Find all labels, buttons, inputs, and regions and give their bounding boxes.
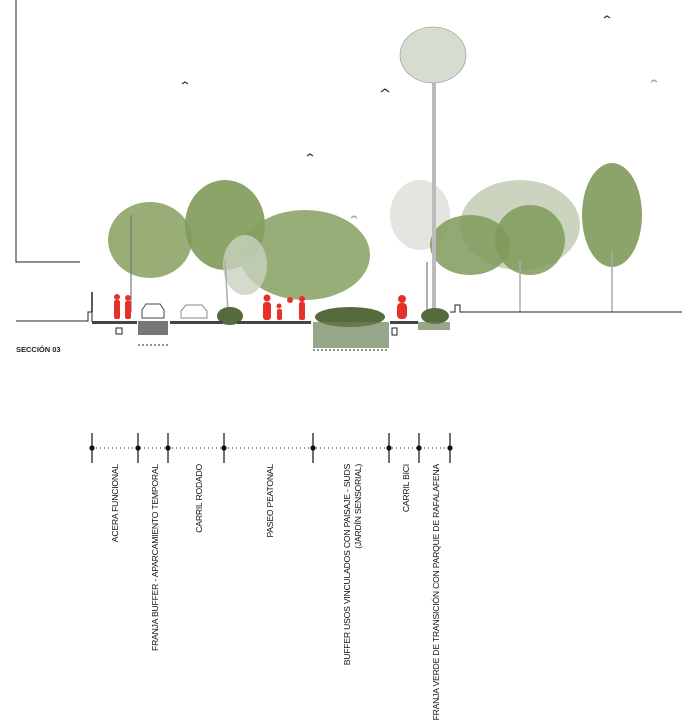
people [114,294,407,320]
zone-label-paseo-peatonal: PASEO PEATONAL [265,464,275,538]
zone-label-carril-bici: CARRIL BICI [401,464,411,512]
zone-dimension-line [89,433,453,463]
trees [108,163,642,313]
shrub [421,308,449,324]
palm-tree [399,26,467,312]
tree [240,210,370,300]
zone-label-franja-buffer: FRANJA BUFFER - APARCAMIENTO TEMPORAL [150,464,160,651]
car [141,303,165,319]
shrub [217,307,243,325]
birds [181,15,658,219]
zone-label-buffer-usos: BUFFER USOS VINCULADOS CON PAISAJE - SUD… [342,464,352,666]
zone-label-acera-funcional: ACERA FUNCIONAL [110,464,120,543]
tree [108,202,192,278]
zone-label-jardin-sensorial: (JARDÍN SENSORIAL) [353,464,363,549]
curb-left [16,311,93,322]
building-outline [15,0,80,263]
tree [430,215,510,275]
zone-label-carril-rodado: CARRIL RODADO [194,463,204,532]
tree [582,163,642,267]
zone-label-franja-verde: FRANJA VERDE DE TRANSICIÓN CON PARQUE DE… [431,464,441,721]
tree [495,205,565,275]
tree [223,235,267,295]
ground-profile [92,304,682,351]
section-title: SECCIÓN 03 [16,345,61,354]
car [180,304,208,319]
